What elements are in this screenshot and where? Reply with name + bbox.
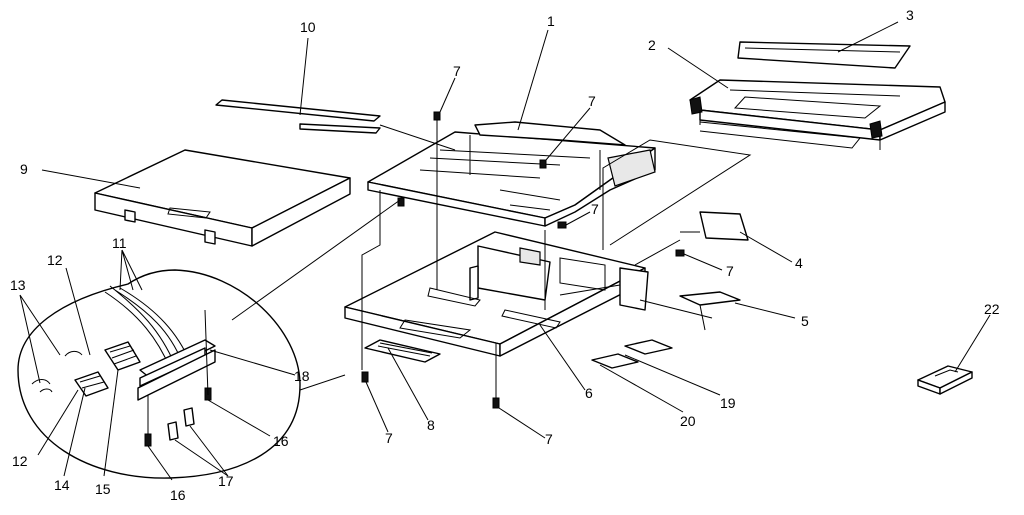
callout-13: 13 (10, 277, 26, 293)
part-19-label (624, 339, 673, 355)
part-10-strip (215, 99, 381, 134)
callout-5: 5 (801, 313, 809, 329)
detail-circle (17, 199, 401, 479)
part-6-base-chassis (344, 231, 649, 357)
part-8-strip (364, 339, 441, 363)
part-4-bracket (680, 211, 749, 241)
part-5-plate (679, 291, 741, 331)
callout-7-mid: 7 (588, 93, 596, 109)
callout-6: 6 (585, 385, 593, 401)
callout-19: 19 (720, 395, 736, 411)
callout-10: 10 (300, 19, 316, 35)
callout-4: 4 (795, 255, 803, 271)
part-3-flat-panel (737, 41, 911, 69)
part-9-top-cover (94, 149, 351, 247)
callout-18: 18 (294, 368, 310, 384)
leader-lines (19, 21, 991, 481)
callout-20: 20 (680, 413, 696, 429)
callout-1: 1 (547, 13, 555, 29)
part-1-upper-frame (367, 121, 656, 227)
callout-labels: 1 2 3 4 5 6 7 7 7 7 7 7 8 9 10 11 12 12 … (10, 7, 1000, 503)
callout-7-right: 7 (591, 201, 599, 217)
callout-12-top: 12 (47, 252, 63, 268)
callout-16-right: 16 (273, 433, 289, 449)
callout-8: 8 (427, 417, 435, 433)
projection-lines (361, 110, 881, 398)
part-22-diskette (917, 365, 973, 395)
callout-9: 9 (20, 161, 28, 177)
part-20-label (591, 353, 639, 369)
callout-7-bottom: 7 (545, 431, 553, 447)
callout-7-top: 7 (453, 63, 461, 79)
callout-11: 11 (112, 235, 127, 251)
callout-7-bottom-left: 7 (385, 430, 393, 446)
callout-17: 17 (218, 473, 234, 489)
callout-2: 2 (648, 37, 656, 53)
callout-16-bottom: 16 (170, 487, 186, 503)
callout-14: 14 (54, 477, 70, 493)
callout-7-side: 7 (726, 263, 734, 279)
part-2-rear-cover (689, 79, 946, 149)
callout-22: 22 (984, 301, 1000, 317)
callout-12-bottom: 12 (12, 453, 28, 469)
callout-15: 15 (95, 481, 111, 497)
callout-3: 3 (906, 7, 914, 23)
